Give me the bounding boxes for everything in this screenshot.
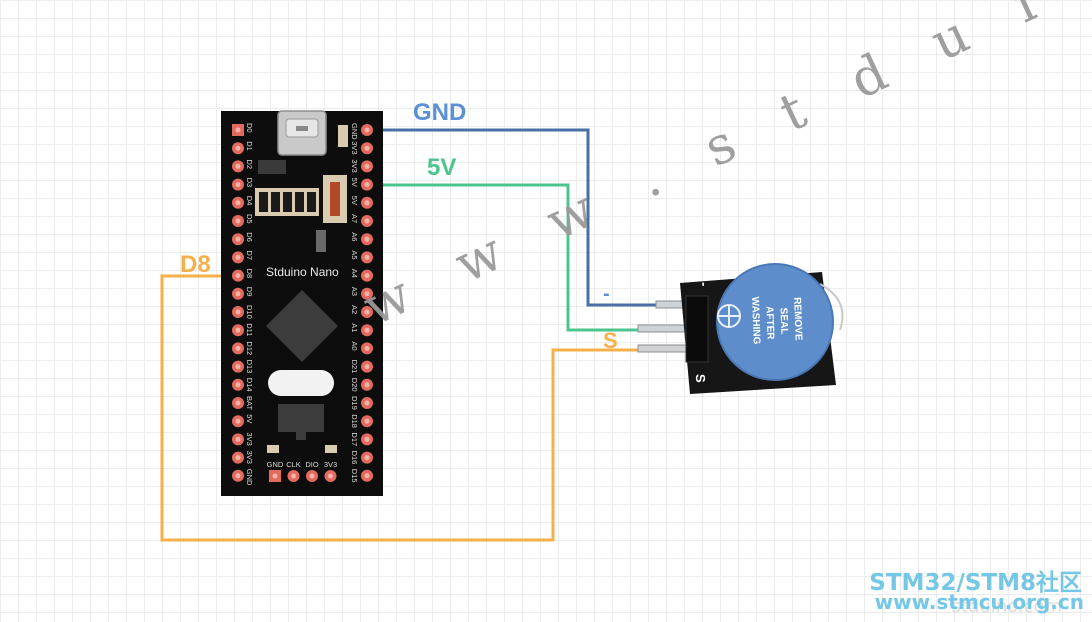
right-pin-label: D21	[350, 360, 359, 374]
right-pin-label: D15	[350, 469, 359, 483]
right-pin-label: A2	[350, 305, 359, 314]
module-pin-signal	[637, 344, 693, 353]
bottom-pin-label: 3V3	[324, 460, 337, 469]
right-pin-label: D19	[350, 396, 359, 410]
sticker-line-4: WASHING	[749, 297, 762, 345]
regulator-chip-icon	[258, 160, 286, 174]
right-pin-label: A6	[350, 232, 359, 241]
left-pin-label: D9	[245, 287, 254, 297]
d8-wire	[160, 274, 660, 542]
sticker-line-2: SEAL	[778, 308, 790, 335]
left-pin-label: 5V	[245, 414, 254, 423]
right-pin-label: A4	[350, 269, 359, 278]
right-pin-label: A0	[350, 341, 359, 350]
bottom-pin-label: CLK	[286, 460, 301, 469]
crystal-icon	[268, 370, 334, 396]
right-pin-label: 3V3	[350, 159, 359, 172]
left-pin-label: BAT	[245, 396, 254, 410]
left-pin-label: D14	[245, 378, 254, 392]
left-pin-label: D11	[245, 323, 254, 336]
left-pin-label: 3V3	[245, 451, 254, 464]
5v-wire	[368, 183, 660, 332]
transistor-icon	[278, 404, 324, 432]
buzzer-sticker: REMOVE SEAL AFTER WASHING	[749, 297, 804, 345]
bottom-pin-label: GND	[267, 460, 284, 469]
left-pin-label: GND	[245, 469, 254, 486]
signal-wire-label: S	[603, 328, 618, 353]
buzzer-icon	[717, 264, 833, 380]
left-pin-label: D5	[245, 214, 254, 224]
right-pin-label: 5V	[350, 178, 359, 187]
left-pin-label: D4	[245, 196, 254, 206]
left-pin-label: D7	[245, 250, 254, 260]
watermark-stduino: stduino.com	[951, 596, 1062, 617]
right-pin-label: 5V	[350, 196, 359, 205]
led-array-icon	[255, 188, 319, 216]
minus-wire-label: -	[603, 283, 610, 305]
gnd-wire-label: GND	[413, 99, 466, 126]
pin-header-icon	[685, 295, 709, 363]
right-pin-label: 3V3	[350, 141, 359, 154]
right-pin-label: D20	[350, 378, 359, 392]
d8-wire-label: D8	[180, 251, 211, 278]
left-pin-label: D1	[245, 141, 254, 151]
watermark-community: STM32/STM8社区	[869, 570, 1082, 596]
gnd-wire	[368, 128, 660, 307]
board-title: Stduino Nano	[266, 265, 339, 279]
stduino-nano-board: Stduino Nano D0D1D2D3D4D5D6D7D8D9D10D11D…	[221, 110, 383, 496]
right-pin-label: A1	[350, 323, 359, 332]
right-pin-label: A7	[350, 214, 359, 223]
left-pin-label: D2	[245, 159, 254, 169]
buzzer-module: REMOVE SEAL AFTER WASHING - S	[637, 263, 844, 394]
right-pin-label: A3	[350, 287, 359, 296]
right-header-pins: GND3V33V35V5VA7A6A5A4A3A2A1A0D21D20D19D1…	[350, 123, 373, 483]
left-pin-label: D8	[245, 269, 254, 279]
sticker-line-3: AFTER	[763, 306, 775, 340]
left-pin-label: D12	[245, 341, 254, 355]
bottom-pin-label: DIO	[305, 460, 319, 469]
5v-wire-label: 5V	[427, 154, 456, 181]
module-s-label: S	[693, 374, 708, 384]
left-pin-label: D13	[245, 360, 254, 374]
left-pin-label: 3V3	[245, 432, 254, 445]
left-pin-label: D3	[245, 178, 254, 188]
right-pin-label: A5	[350, 250, 359, 259]
right-pin-label: GND	[350, 123, 359, 140]
watermark-community-url: www.stmcu.org.cn	[874, 590, 1084, 614]
sticker-line-1: REMOVE	[791, 297, 804, 341]
left-pin-label: D0	[245, 123, 254, 133]
left-pin-label: D10	[245, 305, 254, 319]
module-minus-label: -	[697, 281, 712, 287]
right-pin-label: D16	[350, 451, 359, 465]
right-pin-label: D18	[350, 414, 359, 428]
mcu-chip-icon	[266, 290, 338, 362]
right-pin-label: D17	[350, 432, 359, 446]
left-pin-label: D6	[245, 232, 254, 242]
